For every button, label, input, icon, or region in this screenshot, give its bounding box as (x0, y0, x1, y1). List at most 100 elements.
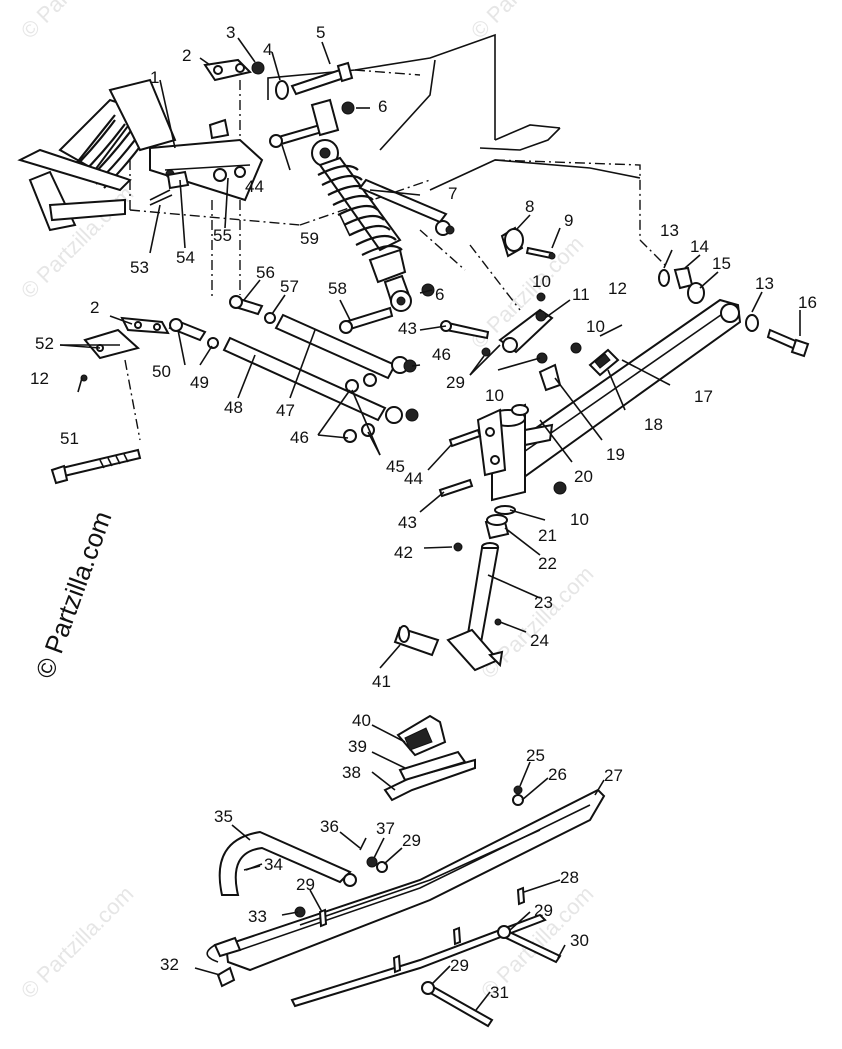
callout-29: 29 (296, 875, 315, 894)
callout-39: 39 (348, 737, 367, 756)
spindle-tube (393, 625, 440, 657)
callout-44: 44 (245, 177, 264, 196)
callout-43: 43 (398, 319, 417, 338)
callout-33: 33 (248, 907, 267, 926)
callout-10: 10 (532, 272, 551, 291)
callout-53: 53 (130, 258, 149, 277)
callout-3: 3 (226, 23, 235, 42)
callout-55: 55 (213, 226, 232, 245)
callout-58: 58 (328, 279, 347, 298)
steering-arm (440, 292, 623, 364)
callout-15: 15 (712, 254, 731, 273)
callout-21: 21 (538, 526, 557, 545)
spindle-nut-pin (500, 226, 556, 260)
callout-41: 41 (372, 672, 391, 691)
a-arm-pivot-hardware (77, 295, 276, 441)
callout-18: 18 (644, 415, 663, 434)
a-arm-rods (222, 313, 419, 443)
callout-6: 6 (435, 285, 444, 304)
callout-28: 28 (560, 868, 579, 887)
callout-2: 2 (90, 298, 99, 317)
ski-spindle (446, 542, 504, 672)
callout-4: 4 (263, 40, 272, 59)
ski-hardware (216, 785, 562, 1028)
callout-7: 7 (448, 184, 457, 203)
callout-5: 5 (316, 23, 325, 42)
watermark-main: © Partzilla.com (29, 507, 117, 682)
callout-2: 2 (182, 46, 191, 65)
callout-48: 48 (224, 398, 243, 417)
callout-8: 8 (525, 197, 534, 216)
ski-loop (218, 830, 357, 896)
callout-49: 49 (190, 373, 209, 392)
callout-29: 29 (402, 831, 421, 850)
callout-29: 29 (534, 901, 553, 920)
callout-22: 22 (538, 554, 557, 573)
ski (206, 788, 606, 1008)
callout-13: 13 (755, 274, 774, 293)
callout-23: 23 (534, 593, 553, 612)
callout-37: 37 (376, 819, 395, 838)
callout-52: 52 (35, 334, 54, 353)
callout-46: 46 (290, 428, 309, 447)
spindle-bushings (658, 266, 705, 304)
callout-34: 34 (264, 855, 283, 874)
callout-36: 36 (320, 817, 339, 836)
callout-12: 12 (608, 279, 627, 298)
spindle-bushing-set (484, 505, 516, 540)
callout-25: 25 (526, 746, 545, 765)
callout-10: 10 (570, 510, 589, 529)
callout-56: 56 (256, 263, 275, 282)
callout-44: 44 (404, 469, 423, 488)
watermark: © Partzilla.com (16, 0, 139, 44)
callout-47: 47 (276, 401, 295, 420)
watermark: © Partzilla.com (466, 0, 589, 44)
callout-50: 50 (152, 362, 171, 381)
callout-29: 29 (446, 373, 465, 392)
grease-fitting (453, 542, 463, 552)
callout-40: 40 (352, 711, 371, 730)
callout-57: 57 (280, 277, 299, 296)
watermark: © Partzilla.com (16, 881, 139, 1004)
callout-16: 16 (798, 293, 817, 312)
callout-13: 13 (660, 221, 679, 240)
upper-hardware (203, 58, 355, 148)
callout-27: 27 (604, 766, 623, 785)
callout-10: 10 (586, 317, 605, 336)
callout-26: 26 (548, 765, 567, 784)
stop-block (588, 348, 620, 377)
callout-45: 45 (386, 457, 405, 476)
callout-29: 29 (450, 956, 469, 975)
spindle-housing (438, 363, 567, 502)
callout-59: 59 (300, 229, 319, 248)
bracket-hardware (149, 170, 190, 201)
callout-30: 30 (570, 931, 589, 950)
callout-19: 19 (606, 445, 625, 464)
callout-labels: 1 2 3 4 5 6 7 8 9 44 59 13 14 15 13 16 5… (30, 23, 817, 1002)
callout-38: 38 (342, 763, 361, 782)
callout-51: 51 (60, 429, 79, 448)
callout-54: 54 (176, 248, 195, 267)
left-shock-absorber (17, 78, 177, 232)
ski-saddle (383, 714, 476, 802)
leader-lines (59, 37, 801, 1011)
callout-31: 31 (490, 983, 509, 1002)
callout-35: 35 (214, 807, 233, 826)
callout-1: 1 (150, 68, 159, 87)
watermark: © Partzilla.com (476, 561, 599, 684)
callout-10: 10 (485, 386, 504, 405)
mount-bracket (149, 118, 264, 206)
callout-12: 12 (30, 369, 49, 388)
callout-14: 14 (690, 237, 709, 256)
callout-43: 43 (398, 513, 417, 532)
main-shock-absorber (310, 98, 435, 334)
callout-11: 11 (572, 285, 590, 304)
callout-46: 46 (432, 345, 451, 364)
callout-9: 9 (564, 211, 573, 230)
callout-20: 20 (574, 467, 593, 486)
callout-6: 6 (378, 97, 387, 116)
long-bolt (50, 448, 142, 485)
callout-42: 42 (394, 543, 413, 562)
callout-17: 17 (694, 387, 713, 406)
